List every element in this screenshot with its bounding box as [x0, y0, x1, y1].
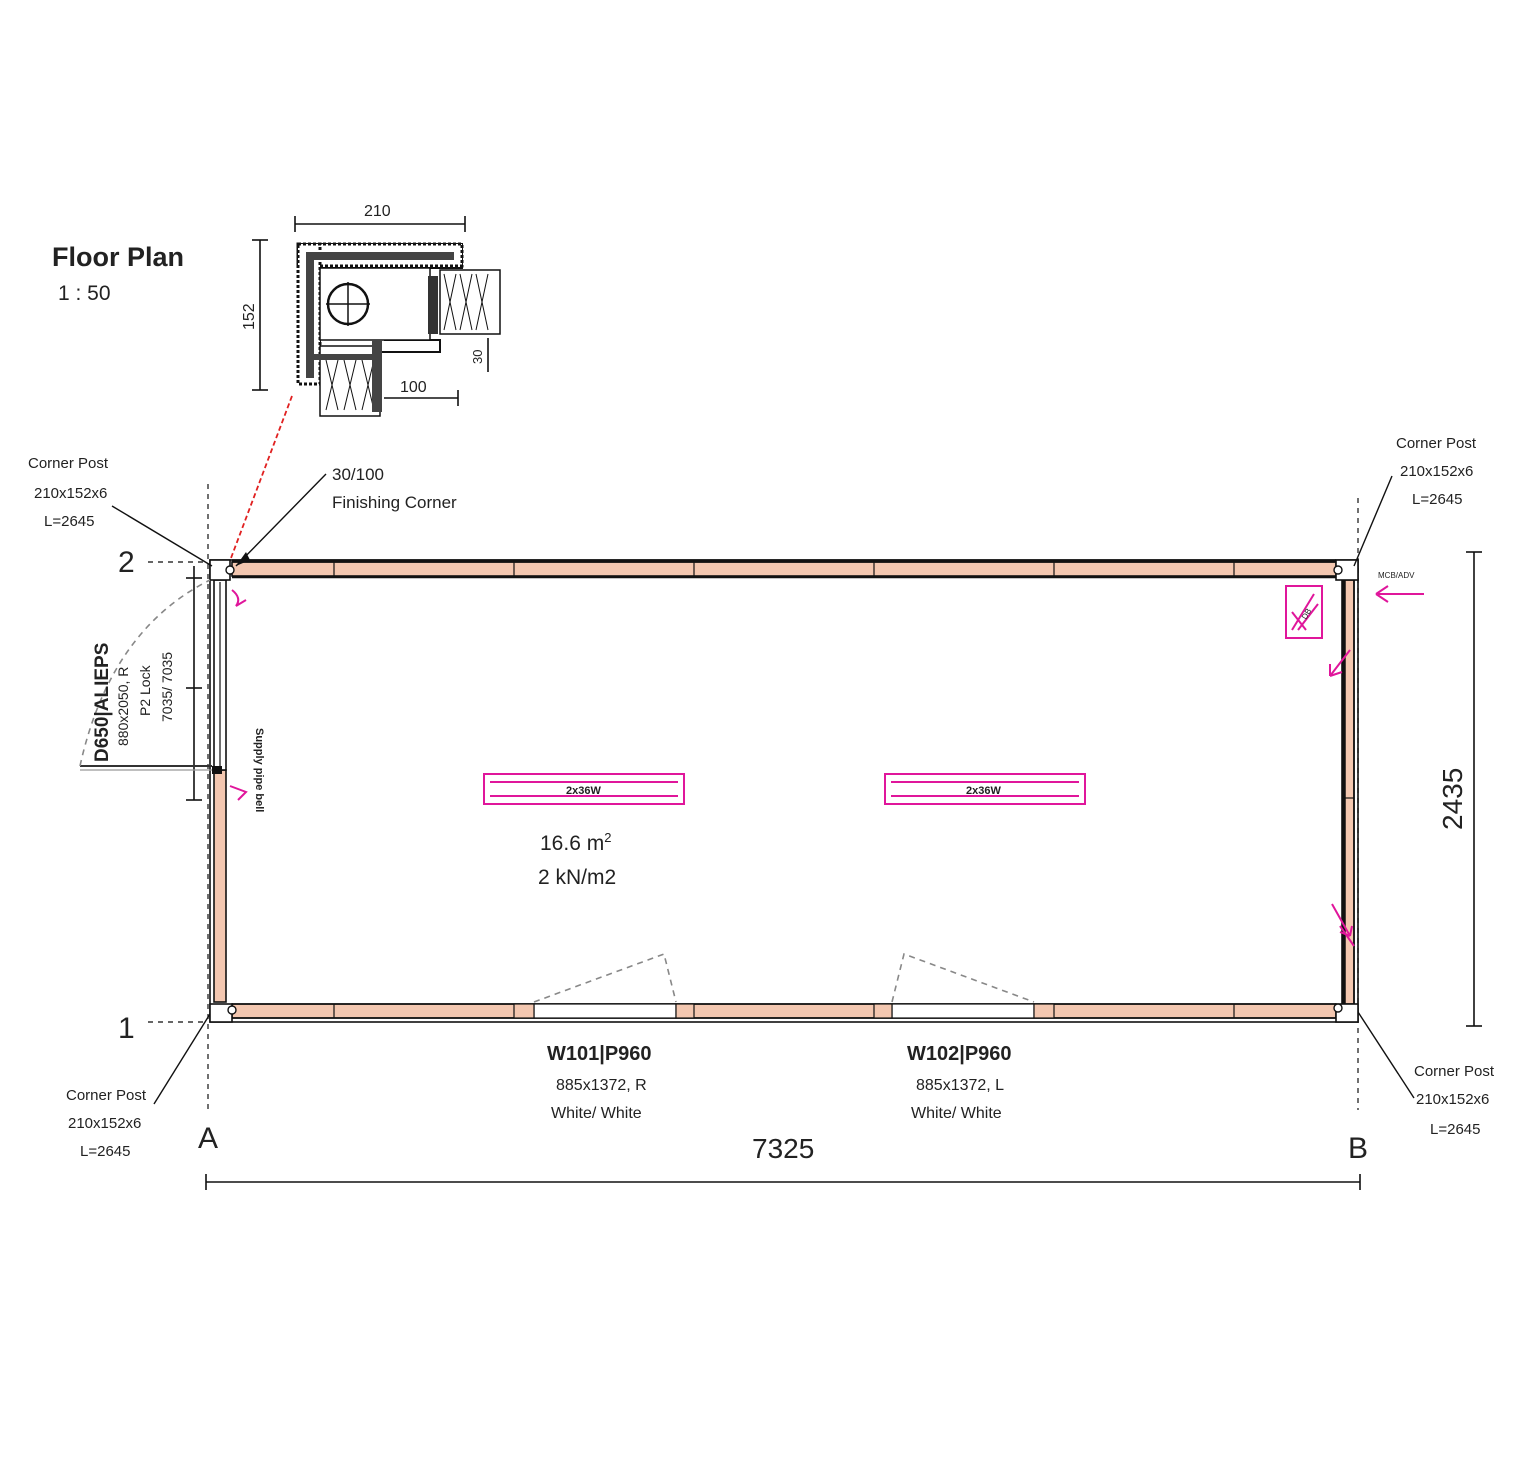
detail-height-dim: 152 — [241, 303, 258, 330]
corner-post-tr-length: L=2645 — [1412, 491, 1462, 508]
light-fixture-2: 2x36W — [884, 773, 1086, 805]
window-w102-size: 885x1372, L — [916, 1077, 1004, 1094]
grid-label-a: A — [198, 1122, 218, 1155]
light-1-label: 2x36W — [566, 785, 601, 797]
window-opening-w102 — [891, 1003, 1035, 1019]
light-2-label: 2x36W — [966, 785, 1001, 797]
distribution-board-icon — [1285, 585, 1323, 639]
corner-post-callout-bottom-right: Corner Post 210x152x6 L=2645 — [1357, 1011, 1495, 1138]
corner-post-callout-bottom-left: Corner Post 210x152x6 L=2645 — [66, 1013, 211, 1160]
grid-label-b: B — [1348, 1132, 1368, 1165]
door-lock: P2 Lock — [137, 664, 153, 716]
window-w102-color: White/ White — [911, 1105, 1002, 1122]
corner-post-tl-size: 210x152x6 — [34, 485, 107, 502]
grid-label-2: 2 — [118, 546, 135, 579]
detail-leader — [227, 395, 293, 567]
light-fixture-1: 2x36W — [483, 773, 685, 805]
corner-detail: 210 152 100 30 — [241, 203, 501, 417]
corner-post-tl-length: L=2645 — [44, 513, 94, 530]
building-walls — [209, 559, 1359, 1023]
room-area: 16.6 m2 — [540, 830, 611, 855]
door-d650: D650|ALIEPS 880x2050, R P2 Lock 7035/ 70… — [79, 579, 265, 812]
detail-width-dim: 210 — [364, 203, 391, 220]
detail-small-dim: 30 — [470, 350, 485, 364]
corner-post-br-size: 210x152x6 — [1416, 1091, 1489, 1108]
plan-scale: 1 : 50 — [58, 282, 111, 305]
detail-inner-dim: 100 — [400, 379, 427, 396]
corner-post-tr-size: 210x152x6 — [1400, 463, 1473, 480]
electrical-symbols: DB MCB/ADV — [229, 571, 1424, 947]
window-w102: W102|P960 885x1372, L White/ White — [891, 952, 1035, 1122]
length-dim: 7325 — [752, 1133, 814, 1164]
window-w101: W101|P960 885x1372, R White/ White — [533, 952, 677, 1122]
door-color: 7035/ 7035 — [159, 652, 175, 722]
finishing-corner-size: 30/100 — [332, 465, 384, 484]
plan-title: Floor Plan — [52, 242, 184, 272]
room-load: 2 kN/m2 — [538, 866, 616, 889]
corner-post-br-length: L=2645 — [1430, 1121, 1480, 1138]
door-side-label: Supply pipe bell — [253, 728, 265, 812]
corner-post-bl-length: L=2645 — [80, 1143, 130, 1160]
corner-post-bl-size: 210x152x6 — [68, 1115, 141, 1132]
corner-post-callout-top-left: Corner Post 210x152x6 L=2645 — [28, 455, 213, 567]
window-w102-id: W102|P960 — [907, 1043, 1012, 1065]
window-w101-color: White/ White — [551, 1105, 642, 1122]
room-area-sup: 2 — [604, 830, 611, 845]
door-size: 880x2050, R — [115, 667, 131, 746]
corner-post-tr-label: Corner Post — [1396, 435, 1477, 452]
window-w101-size: 885x1372, R — [556, 1077, 647, 1094]
finishing-corner-label: Finishing Corner — [332, 493, 457, 512]
corner-post-br-label: Corner Post — [1414, 1063, 1495, 1080]
db-label: DB — [1300, 607, 1313, 621]
corner-post-tl-label: Corner Post — [28, 455, 109, 472]
window-w101-id: W101|P960 — [547, 1043, 652, 1065]
grid-label-1: 1 — [118, 1012, 135, 1045]
door-tag: D650|ALIEPS — [92, 643, 113, 762]
width-dim: 2435 — [1437, 768, 1468, 830]
corner-post-bl-label: Corner Post — [66, 1087, 147, 1104]
window-opening-w101 — [533, 1003, 677, 1019]
finishing-corner-callout: 30/100 Finishing Corner — [235, 465, 457, 567]
entry-label: MCB/ADV — [1378, 571, 1415, 580]
corner-post-callout-top-right: Corner Post 210x152x6 L=2645 — [1353, 435, 1477, 567]
